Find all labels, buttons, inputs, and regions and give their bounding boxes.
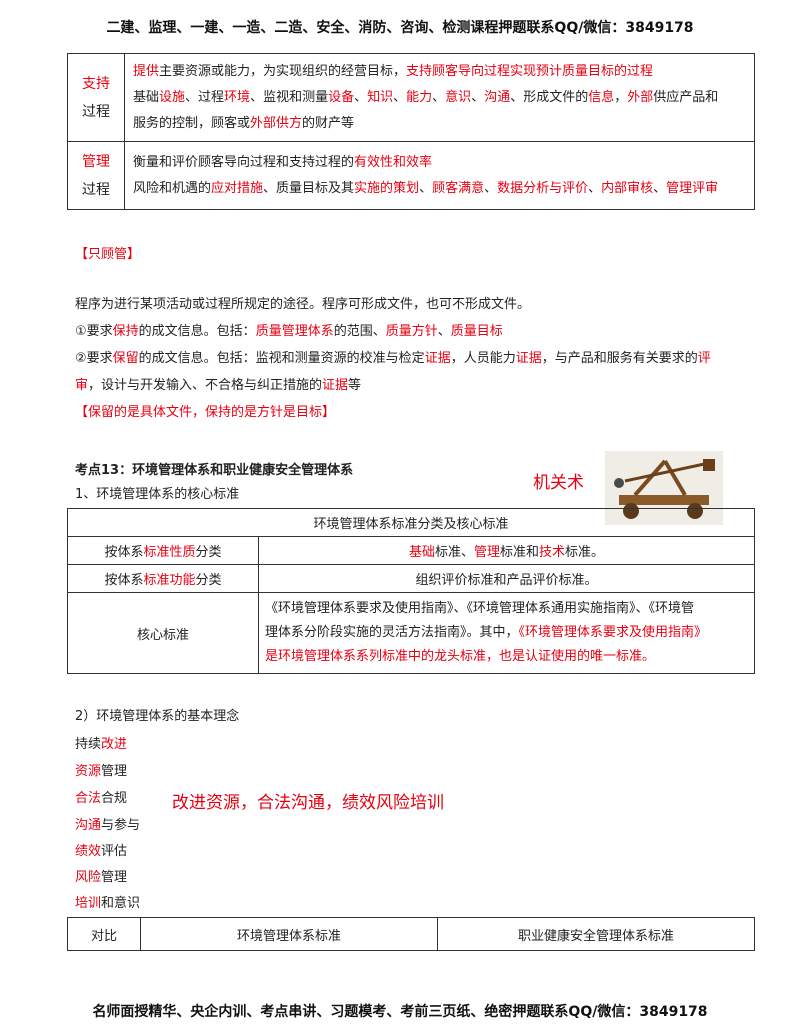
env-standards-table: 环境管理体系标准分类及核心标准 按体系标准性质分类 基础标准、管理标准和技术标准… bbox=[67, 508, 755, 674]
procedure-summary: 【保留的是具体文件，保持的是方针是目标】 bbox=[75, 405, 336, 420]
env-row-function-value: 组织评价标准和产品评价标准。 bbox=[258, 564, 755, 593]
compare-col-env: 环境管理体系标准 bbox=[140, 917, 438, 951]
env-row-core-value: 《环境管理体系要求及使用指南》、《环境管理体系通用实施指南》、《环境管 理体系分… bbox=[258, 592, 755, 674]
support-process-content: 提供主要资源或能力，为实现组织的经营目标，支持顾客导向过程实现预计质量目标的过程… bbox=[124, 53, 755, 142]
section-13-sub1: 1、环境管理体系的核心标准 bbox=[75, 487, 240, 502]
idea-item: 沟通与参与 bbox=[75, 818, 141, 833]
idea-item: 风险管理 bbox=[75, 870, 128, 885]
env-row-nature-key: 按体系标准性质分类 bbox=[67, 536, 259, 565]
procedure-keep: ①要求保持的成文信息。包括：质量管理体系的范围、质量方针、质量目标 bbox=[75, 324, 503, 339]
idea-item: 资源管理 bbox=[75, 764, 128, 779]
procedure-retain: ②要求保留的成文信息。包括：监视和测量资源的校准与检定证据，人员能力证据，与产品… bbox=[75, 351, 711, 366]
page-header: 二建、监理、一建、一造、二造、安全、消防、咨询、检测课程押题联系QQ/微信：38… bbox=[106, 20, 694, 36]
support-process-label: 支持 过程 bbox=[67, 53, 125, 142]
compare-col-label: 对比 bbox=[67, 917, 141, 951]
ideas-title: 2）环境管理体系的基本理念 bbox=[75, 709, 240, 724]
section-13-title: 考点13：环境管理体系和职业健康安全管理体系 bbox=[75, 463, 354, 478]
page-footer: 名师面授精华、央企内训、考点串讲、习题模考、考前三页纸、绝密押题联系QQ/微信：… bbox=[92, 1004, 708, 1020]
tip-label: 机关术 bbox=[533, 473, 584, 493]
manage-process-label: 管理 过程 bbox=[67, 141, 125, 210]
note-customer: 【只顾管】 bbox=[75, 247, 141, 262]
manage-process-content: 衡量和评价顾客导向过程和支持过程的有效性和效率 风险和机遇的应对措施、质量目标及… bbox=[124, 141, 755, 210]
procedure-definition: 程序为进行某项活动或过程所规定的途径。程序可形成文件，也可不形成文件。 bbox=[75, 297, 531, 312]
compare-table: 对比 环境管理体系标准 职业健康安全管理体系标准 bbox=[67, 917, 755, 951]
process-table: 支持 过程 提供主要资源或能力，为实现组织的经营目标，支持顾客导向过程实现预计质… bbox=[67, 53, 755, 210]
idea-item: 绩效评估 bbox=[75, 844, 128, 859]
env-row-function-key: 按体系标准功能分类 bbox=[67, 564, 259, 593]
procedure-retain-cont: 审，设计与开发输入、不合格与纠正措施的证据等 bbox=[75, 378, 362, 393]
idea-item: 培训和意识 bbox=[75, 896, 141, 911]
idea-item: 持续改进 bbox=[75, 737, 128, 752]
idea-item: 合法合规 bbox=[75, 791, 128, 806]
env-row-nature-value: 基础标准、管理标准和技术标准。 bbox=[258, 536, 755, 565]
env-table-caption: 环境管理体系标准分类及核心标准 bbox=[67, 508, 755, 537]
env-row-core-key: 核心标准 bbox=[67, 592, 259, 674]
ideas-mnemonic: 改进资源，合法沟通，绩效风险培训 bbox=[172, 793, 444, 813]
compare-col-ohs: 职业健康安全管理体系标准 bbox=[437, 917, 755, 951]
